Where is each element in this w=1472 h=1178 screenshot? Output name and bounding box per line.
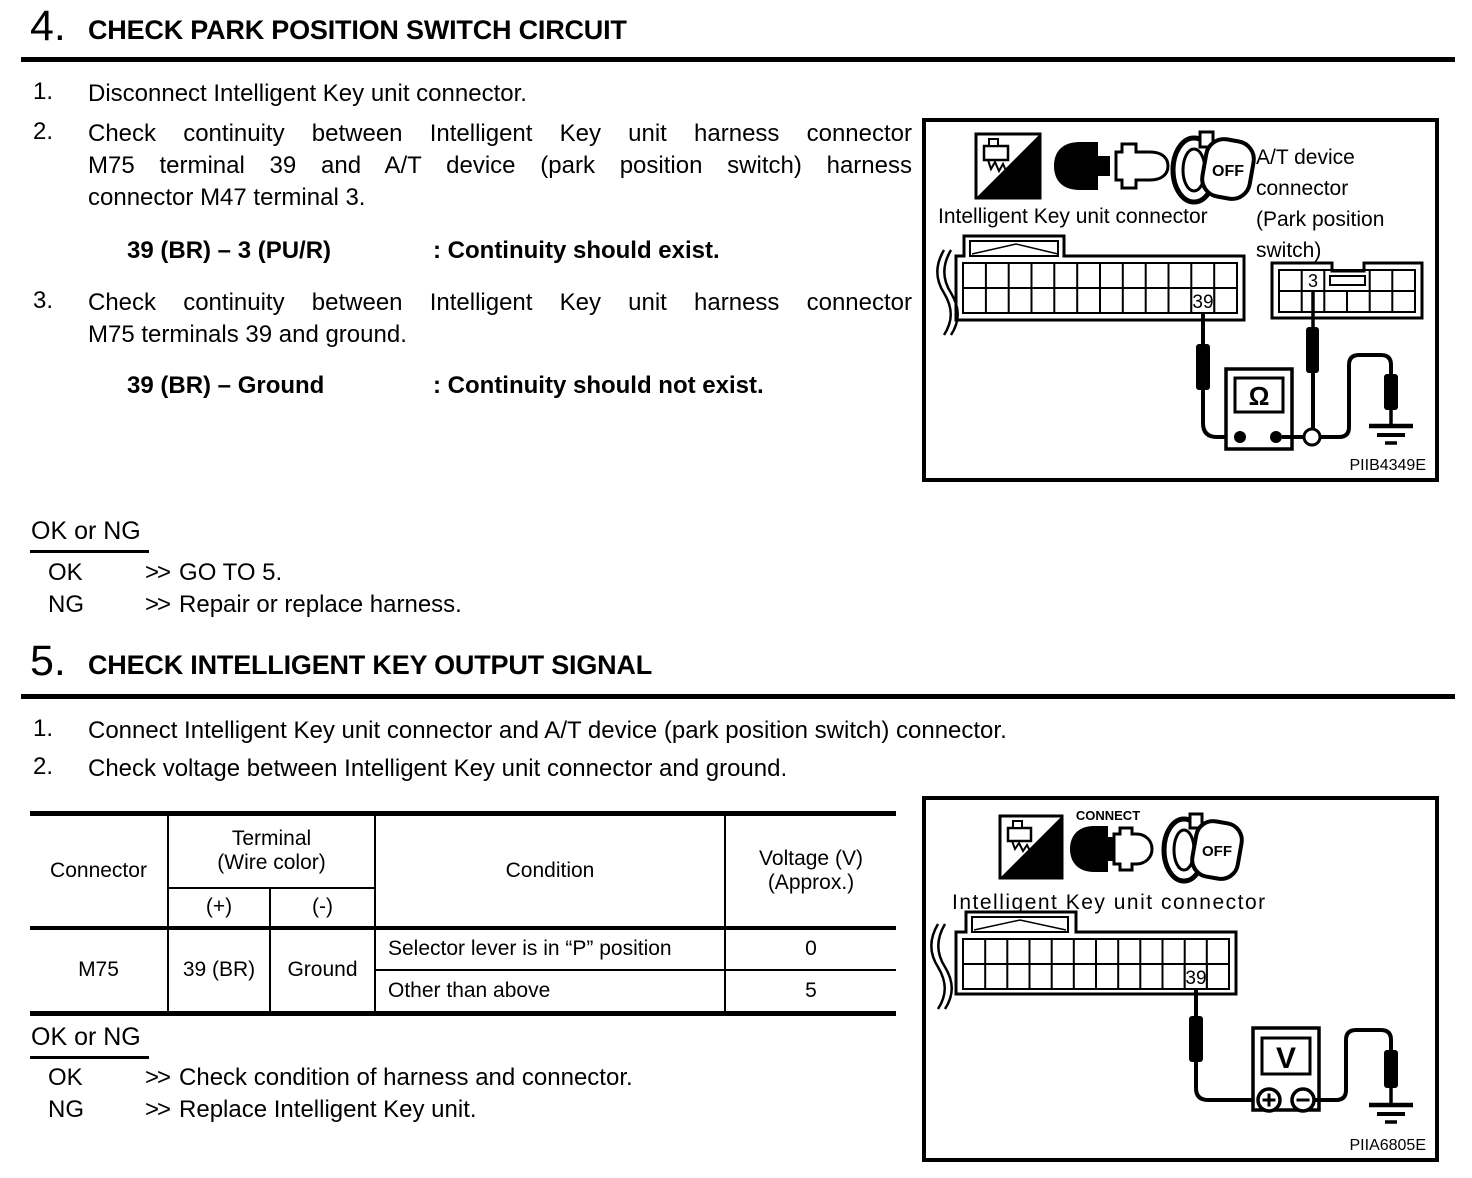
step-line: Check continuity between Intelligent Key… [88,120,912,147]
ng-result: >> Repair or replace harness. [145,591,462,619]
key-off-label: OFF [1202,843,1232,860]
terminal-39-label: 39 [1185,968,1206,989]
step-number: 2. [33,753,54,780]
cell-condition: Selector lever is in “P” position [374,926,726,971]
table-header-plus: (+) [167,886,271,930]
table-header-terminal-line2: (Wire color) [217,851,326,875]
ground-lead [1282,353,1413,447]
connect-icon: CONNECT [1070,808,1154,872]
intelligent-key-connector-drawing [930,910,1238,1010]
figure-code: PIIB4349E [1350,457,1427,474]
table-header-terminal-line1: Terminal [231,827,312,851]
hs-icon: H.S. [998,814,1064,880]
test-leads [1189,989,1257,1102]
at-device-label-line: switch) [1256,239,1321,262]
step-text: Connect Intelligent Key unit connector a… [88,717,1007,744]
intelligent-key-connector-label: Intelligent Key unit connector [952,891,1267,914]
ng-label: NG [48,591,84,618]
ok-label: OK [48,1064,83,1091]
at-device-connector-drawing [1270,261,1424,320]
connect-label: CONNECT [1076,808,1140,823]
table-header-terminal: Terminal (Wire color) [167,811,376,889]
spec-result: : Continuity should not exist. [433,372,764,399]
key-off-icon: OFF [1170,130,1256,205]
ng-action: Repair or replace harness. [179,591,462,618]
cell-voltage: 5 [724,968,896,1016]
hs-label: H.S. [1021,857,1052,874]
step-number: 3. [33,287,54,314]
step-number: 1. [33,715,54,742]
intelligent-key-connector-drawing [936,234,1246,336]
cell-minus-terminal: Ground [269,926,376,1016]
ok-or-ng-heading: OK or NG [30,1023,149,1059]
spec-terminals: 39 (BR) – Ground [127,372,325,399]
figure-voltage-check: H.S. CONNECT OFF Intelligent Key unit co… [922,796,1439,1162]
step-text: Check continuity between Intelligent Key… [88,118,912,214]
double-arrow-icon: >> [145,591,171,618]
ng-result: >> Replace Intelligent Key unit. [145,1096,477,1124]
cell-plus-terminal: 39 (BR) [167,926,271,1016]
ng-label: NG [48,1096,84,1123]
table-header-minus: (-) [269,886,376,930]
ohm-symbol: Ω [1249,381,1270,411]
table-header-voltage: Voltage (V) (Approx.) [724,811,896,930]
intelligent-key-connector-label: Intelligent Key unit connector [938,205,1208,228]
at-device-label-line: (Park position [1256,208,1384,231]
section4-rule [21,57,1455,62]
disconnect-icon [1054,142,1170,190]
double-arrow-icon: >> [145,559,171,586]
cell-voltage: 0 [724,926,896,971]
section5-number: 5. [30,637,66,685]
figure-code: PIIA6805E [1350,1137,1427,1154]
step-line: M75 terminal 39 and A/T device (park pos… [88,152,912,179]
test-leads [1196,292,1319,439]
ground-lead [1314,1028,1413,1124]
ok-result: >> Check condition of harness and connect… [145,1064,633,1092]
at-device-label-line: A/T device [1256,146,1355,169]
double-arrow-icon: >> [145,1064,171,1091]
ng-action: Replace Intelligent Key unit. [179,1096,477,1123]
spec-result: : Continuity should exist. [433,237,720,264]
hs-icon: H.S. [974,132,1042,200]
ok-action: Check condition of harness and connector… [179,1064,633,1091]
table-header-voltage-line2: (Approx.) [767,870,855,894]
hs-label: H.S. [997,175,1030,194]
voltmeter-icon [1251,1026,1321,1113]
ok-action: GO TO 5. [179,559,283,586]
spec-terminals: 39 (BR) – 3 (PU/R) [127,237,332,264]
table-header-condition: Condition [374,811,726,930]
ok-result: >> GO TO 5. [145,559,282,587]
table-header-voltage-line1: Voltage (V) [759,846,863,870]
step-line: Check continuity between Intelligent Key… [88,289,912,316]
terminal-39-label: 39 [1192,292,1213,313]
step-text: Disconnect Intelligent Key unit connecto… [88,80,527,107]
section4-title: CHECK PARK POSITION SWITCH CIRCUIT [88,15,627,45]
section5-title: CHECK INTELLIGENT KEY OUTPUT SIGNAL [88,650,653,680]
ok-or-ng-heading: OK or NG [30,517,149,553]
key-off-label: OFF [1212,163,1244,180]
step-number: 2. [33,118,54,145]
double-arrow-icon: >> [145,1096,171,1123]
ok-label: OK [48,559,83,586]
voltage-table: Connector Terminal (Wire color) Conditio… [30,811,896,1016]
at-device-label-line: connector [1256,177,1348,200]
cell-condition: Other than above [374,968,726,1016]
cell-connector: M75 [30,926,169,1016]
figure-continuity-check: H.S. OFF Intelligent Key unit connector … [922,118,1439,482]
step-text: Check voltage between Intelligent Key un… [88,755,788,782]
step-text: Check continuity between Intelligent Key… [88,287,912,351]
continuity-diagram: H.S. OFF Intelligent Key unit connector … [936,130,1427,474]
section4-number: 4. [30,2,66,50]
terminal-3-label: 3 [1308,271,1318,291]
section5-rule [21,694,1455,699]
ohmmeter-icon [1224,367,1294,451]
key-off-icon: OFF [1161,812,1244,884]
step-line: M75 terminals 39 and ground. [88,321,407,348]
volt-symbol: V [1276,1042,1296,1075]
voltage-diagram: H.S. CONNECT OFF Intelligent Key unit co… [930,808,1427,1154]
table-header-connector: Connector [30,811,169,930]
step-number: 1. [33,78,54,105]
step-line: connector M47 terminal 3. [88,184,366,211]
